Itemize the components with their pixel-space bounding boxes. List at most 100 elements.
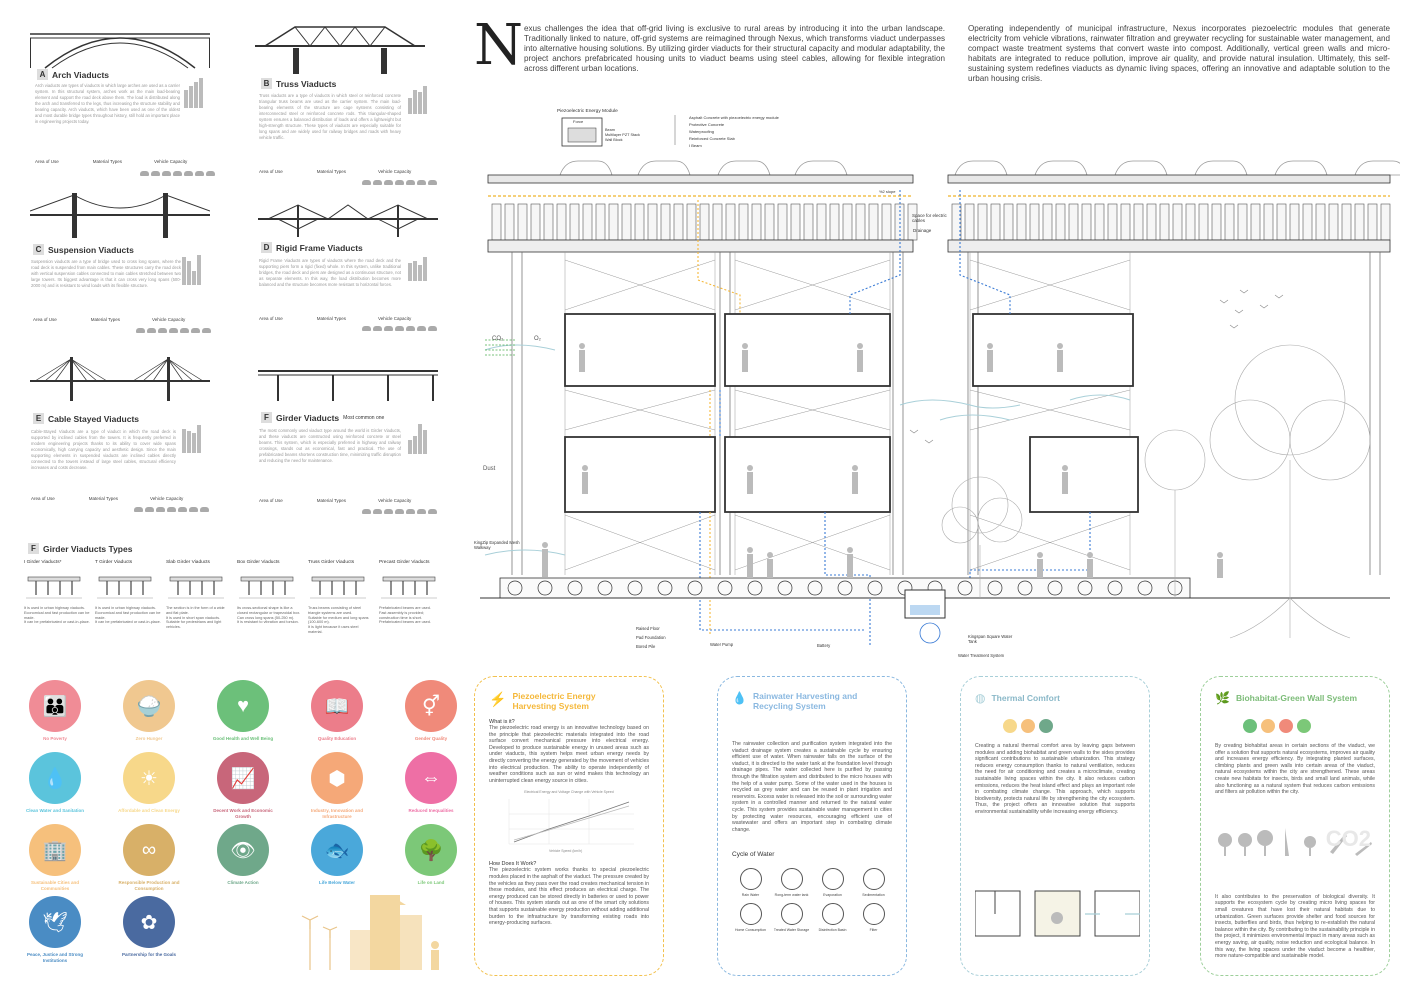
girder-type-note: Its cross-sectional shape is like a clos…	[237, 606, 301, 615]
biohabitat-card: 🌿 Biohabitat-Green Wall System By creati…	[1200, 676, 1390, 976]
girder-type-diagram	[168, 576, 224, 599]
slope-label: %2 slope	[879, 189, 896, 194]
girder-type-note: It is used in urban highway viaducts.	[24, 606, 85, 610]
rainwater-text: The rainwater collection and purificatio…	[732, 741, 892, 833]
pump-label: Water Pump	[710, 642, 734, 647]
girder-type-name: Precast Girder Viaducts	[379, 560, 430, 565]
sdg-label: Peace, Justice and Strong Institutions	[26, 952, 84, 963]
biohabitat-sdg-icons	[1243, 719, 1375, 733]
cable-stayed-viaduct-description: Cable-Stayed Viaducts are a type of viad…	[31, 429, 176, 470]
piezo-q2: How Does It Work?	[489, 861, 537, 868]
walkway-label: KingZip Expanded Mesh Walkway	[474, 540, 520, 550]
sdg-label: Reduced Inequalities	[408, 808, 454, 813]
sdg-12-icon: 👁	[217, 824, 269, 876]
cycle-step-label: Evaporation	[823, 893, 842, 898]
sdg-label: Decent Work and Economic Growth	[213, 808, 273, 819]
cycle-step-label: Filter	[869, 928, 878, 933]
arch-viaduct-description: Arch viaducts are types of viaducts in w…	[35, 83, 180, 124]
piezo-chart-title: Electrical Energy and Voltage Change wit…	[524, 790, 614, 795]
girder-type-diagram	[26, 576, 82, 599]
foundation-labels-item: Bored Pile	[636, 644, 656, 649]
sdg-label: Life Below Water	[318, 880, 356, 885]
sdg-label: Responsible Production and Consumption	[118, 880, 180, 891]
thermal-diagram	[974, 890, 1141, 937]
girder-type-name: Box Girder Viaducts	[237, 560, 280, 565]
piezo-chart: Vehicle Speed (km/h)	[508, 799, 634, 853]
thermal-sdg-icons	[1003, 719, 1135, 733]
thermal-card: ◍ Thermal Comfort Creating a natural the…	[960, 676, 1150, 976]
o2-label: O₂	[534, 336, 541, 342]
cycle-step-icon	[862, 868, 885, 891]
co2-trees-graphic: CO2	[1215, 822, 1375, 872]
module-title-label: Piezoelectric Energy Module	[557, 109, 618, 114]
girder-viaduct-drawing	[258, 370, 438, 401]
water-cycle-title: Cycle of Water	[732, 851, 775, 859]
co2-label: CO₂	[492, 336, 504, 342]
foundation-labels-item: Pad Foundation	[636, 635, 666, 640]
piezo-text-1: The piezoelectric road energy is an inno…	[489, 725, 649, 784]
sdg-14-icon: 🌳	[405, 824, 457, 876]
girder-type-note: Suitable for pedestrians and light vehic…	[166, 620, 222, 630]
girder-type-note: Economical and fast production can be ma…	[24, 610, 90, 620]
sdg-item: 🕊 Peace, Justice and Strong Institutions	[20, 896, 90, 963]
sdg-label: Partnership for the Goals	[121, 952, 176, 957]
sdg-3-icon: 📖	[311, 680, 363, 732]
water-cycle-step: Rong-term water tank	[773, 868, 810, 897]
cables-label: Space for electric cables	[912, 213, 947, 223]
thermal-card-title: Thermal Comfort	[991, 693, 1060, 703]
sdg-item: 🏢Sustainable Cities and Communities	[20, 824, 90, 891]
sdg-item: ♥Good Health and Well Being	[208, 680, 278, 742]
rainwater-card-title: Rainwater Harvesting and Recycling Syste…	[752, 691, 858, 711]
arch-viaduct-drawing	[30, 33, 210, 69]
sdg-grid: 👪No Poverty🍚Zero Hunger♥Good Health and …	[20, 680, 470, 980]
piezo-text-2: The piezoelectric system works thanks to…	[489, 867, 649, 927]
sdg-13-icon: 🐟	[311, 824, 363, 876]
sdg-item: 📖 Quality Education	[302, 680, 372, 742]
suspension-viaduct-drawing	[30, 193, 210, 238]
sdg-2-icon: ♥	[217, 680, 269, 732]
viaduct-section-drawing	[480, 115, 1400, 645]
girder-type-note: It is light because it uses steel materi…	[308, 625, 359, 634]
sdg-label: Gender Quality	[414, 736, 448, 741]
layers-item: Asphalt Concrete with piezoelectric ener…	[689, 115, 779, 120]
sdg-item: ⚥ Gender Quality	[396, 680, 466, 742]
sdg-label: Zero Hunger	[135, 736, 163, 741]
city-illustration	[301, 895, 439, 970]
sdg-item: 🐟 Life Below Water	[302, 824, 372, 886]
girder-type-diagram	[239, 576, 295, 599]
girder-type-note: It is used in short span viaducts.	[166, 615, 221, 620]
sdg-item: 🌳Life on Land	[396, 824, 466, 886]
girder-type-name: I Girder Viaducts*	[24, 560, 62, 565]
cycle-step-icon	[780, 868, 803, 891]
sdg-label: Quality Education	[317, 736, 357, 741]
sdg-5-icon: 💧	[29, 752, 81, 804]
sdg-item: ⬢ Industry, Innovation and Infrastructure	[302, 752, 372, 819]
sdg-item: ☀Affordable and Clean Energy	[114, 752, 184, 814]
girder-type-note: Suitable for medium and long spans (100-…	[308, 615, 369, 625]
sdg-label: Industry, Innovation and Infrastructure	[311, 808, 363, 819]
water-cycle-step: Sedimentation	[855, 868, 892, 897]
sdg-8-icon: ⬢	[311, 752, 363, 804]
sdg-4-icon: ⚥	[405, 680, 457, 732]
girder-type-name: Slab Girder Viaducts	[166, 560, 210, 565]
girder-vehicle-icons	[362, 509, 437, 514]
sdg-10-icon: 🏢	[29, 824, 81, 876]
girder-type-note: Economical and fast production can be ma…	[95, 610, 161, 620]
sdg-item: 👁Climate Action	[208, 824, 278, 886]
sdg-label: Clean Water and Sanitation	[25, 808, 85, 813]
cycle-step-label: Treated Water Storage	[773, 928, 810, 933]
foundation-labels-item: Raised Floor	[636, 626, 660, 631]
girder-types-row: I Girder Viaducts* It is used in urban hi…	[24, 560, 444, 660]
arch-bar-chart	[184, 78, 203, 108]
intro-dropcap: N	[474, 13, 523, 78]
girder-type-note: Can cross long spans (50-250 m).	[237, 615, 295, 620]
sdg-15-icon: 🕊	[29, 896, 81, 948]
